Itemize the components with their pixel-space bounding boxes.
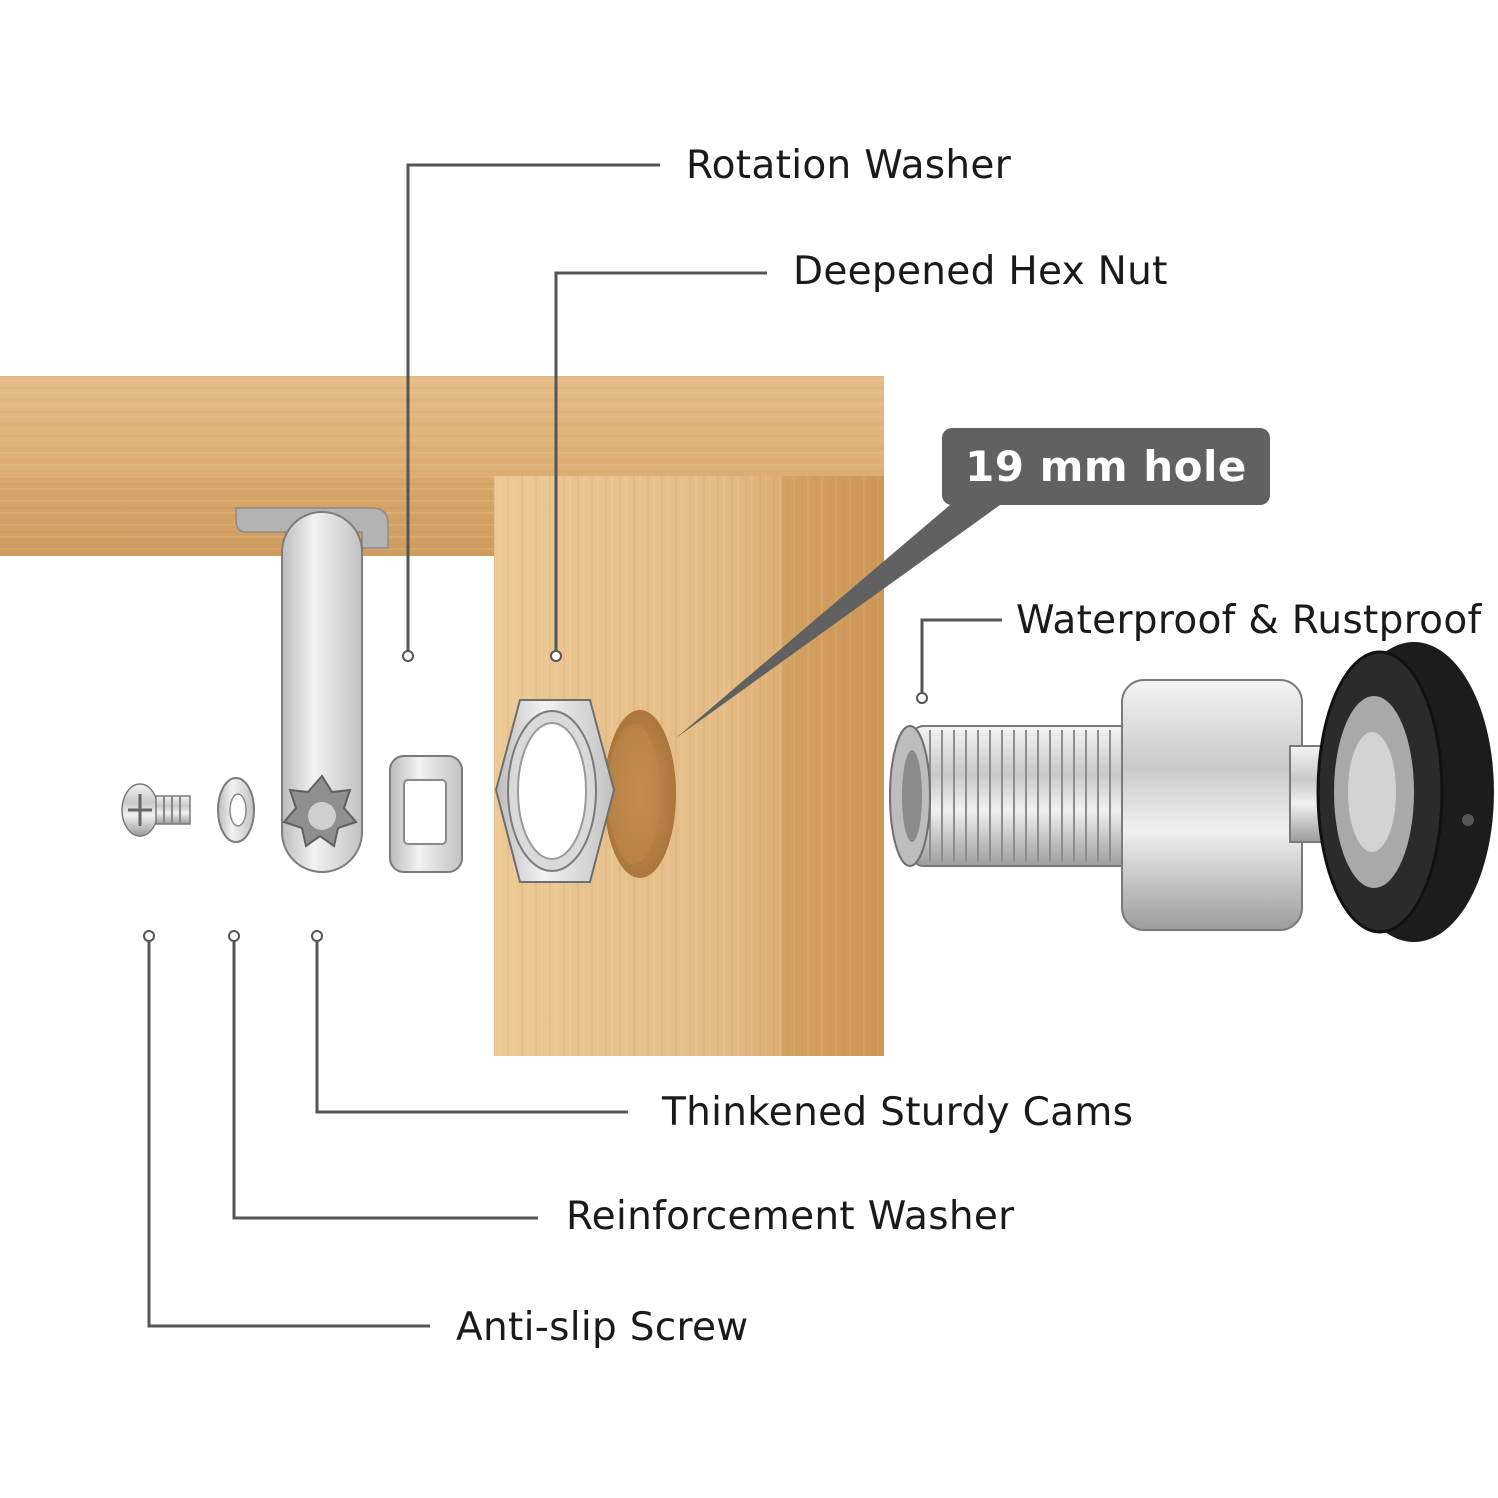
label-anti-slip-screw: Anti-slip Screw <box>456 1305 749 1350</box>
leader-cams <box>315 936 628 1114</box>
dial-knob <box>1316 642 1494 942</box>
leader-lines <box>147 163 1002 1328</box>
leader-screw <box>147 936 430 1328</box>
label-rotation-washer: Rotation Washer <box>686 143 1012 188</box>
label-cams: Thinkened Sturdy Cams <box>662 1090 1134 1135</box>
hole-size-callout: 19 mm hole <box>942 428 1270 505</box>
label-waterproof: Waterproof & Rustproof <box>1016 598 1482 643</box>
cabinet-top-board <box>0 376 884 556</box>
leader-waterproof <box>920 618 1002 698</box>
leader-dots <box>143 650 928 942</box>
label-reinforcement-washer: Reinforcement Washer <box>566 1194 1015 1239</box>
cam-arm <box>281 511 363 873</box>
lock-cylinder <box>889 679 1351 931</box>
leader-hex-nut <box>554 271 767 656</box>
leader-reinforcement-washer <box>232 936 538 1220</box>
label-hex-nut: Deepened Hex Nut <box>793 249 1168 294</box>
reinforcement-washer <box>217 777 255 843</box>
hex-nut <box>494 699 616 883</box>
rotation-washer <box>389 755 463 873</box>
anti-slip-screw <box>121 783 191 837</box>
callout-pointer <box>676 505 1000 738</box>
leader-rotation-washer <box>406 163 660 656</box>
